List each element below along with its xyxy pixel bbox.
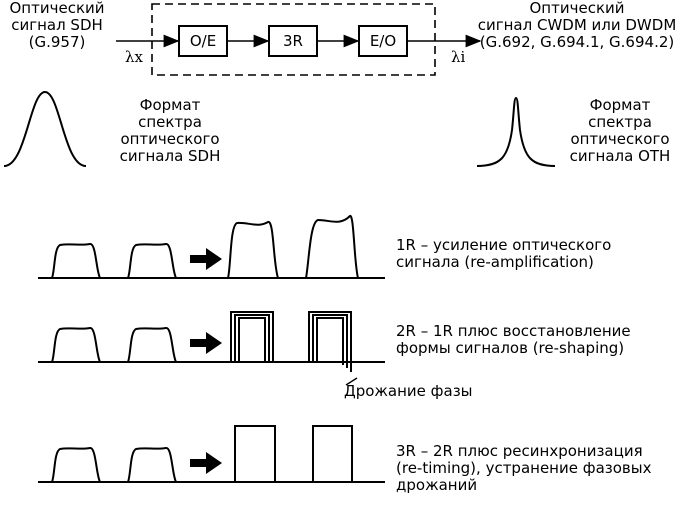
sdh-spectrum-label: Формат спектра оптического сигнала SDH — [110, 97, 230, 165]
input-label-line-2: сигнал SDH — [11, 16, 103, 34]
regenerator-dashed-frame — [151, 3, 436, 76]
row-2r-arrow — [190, 332, 222, 354]
row-3r-waveform — [38, 425, 385, 483]
input-label-line-1: Оптический — [9, 0, 105, 17]
row-1r-description: 1R – усиление оптического сигнала (re-am… — [396, 237, 611, 271]
output-label-line-3: (G.692, G.694.1, G.694.2) — [479, 33, 675, 51]
row-3r-line-2: (re-timing), устранение фазовых — [396, 459, 652, 477]
jitter-pointer — [345, 377, 358, 386]
row-1r-waveform — [38, 214, 385, 279]
row-1r-line-2: сигнала (re-amplification) — [396, 253, 594, 271]
input-signal-label: Оптический сигнал SDH (G.957) — [2, 0, 112, 51]
input-label-line-3: (G.957) — [28, 33, 86, 51]
oth-spectrum-curve — [476, 96, 556, 167]
output-signal-label: Оптический сигнал CWDM или DWDM (G.692, … — [470, 0, 684, 51]
sdh-spectrum-line-3: оптического — [120, 130, 220, 148]
row-3r-arrow — [190, 452, 222, 474]
row-3r-line-3: дрожаний — [396, 476, 478, 494]
row-1r-arrow — [190, 248, 222, 270]
row-2r-line-2: формы сигналов (re-shaping) — [396, 339, 625, 357]
row-3r-description: 3R – 2R плюс ресинхронизация (re-timing)… — [396, 443, 651, 494]
oth-spectrum-line-4: сигнала OTH — [569, 147, 671, 165]
oth-spectrum-line-2: спектра — [588, 113, 652, 131]
sdh-spectrum-line-2: спектра — [138, 113, 202, 131]
oth-spectrum-line-3: оптического — [570, 130, 670, 148]
sdh-spectrum-line-4: сигнала SDH — [119, 147, 221, 165]
row-2r-waveform — [38, 311, 385, 372]
row-1r-line-1: 1R – усиление оптического — [396, 236, 612, 254]
output-label-line-2: сигнал CWDM или DWDM — [477, 16, 677, 34]
lambda-in: λx — [125, 48, 143, 66]
lambda-out: λi — [451, 48, 466, 66]
sdh-spectrum-line-1: Формат — [139, 96, 201, 114]
jitter-label: Дрожание фазы — [344, 382, 473, 400]
output-label-line-1: Оптический — [529, 0, 625, 17]
oth-spectrum-label: Формат спектра оптического сигнала OTH — [560, 97, 680, 165]
sdh-spectrum-curve — [3, 90, 87, 167]
oe-converter-block: O/E — [178, 25, 228, 57]
row-2r-description: 2R – 1R плюс восстановление формы сигнал… — [396, 323, 631, 357]
eo-converter-block: E/O — [358, 25, 408, 57]
3r-regenerator-block: 3R — [268, 25, 318, 57]
oth-spectrum-line-1: Формат — [589, 96, 651, 114]
row-2r-line-1: 2R – 1R плюс восстановление — [396, 322, 631, 340]
row-3r-line-1: 3R – 2R плюс ресинхронизация — [396, 442, 643, 460]
